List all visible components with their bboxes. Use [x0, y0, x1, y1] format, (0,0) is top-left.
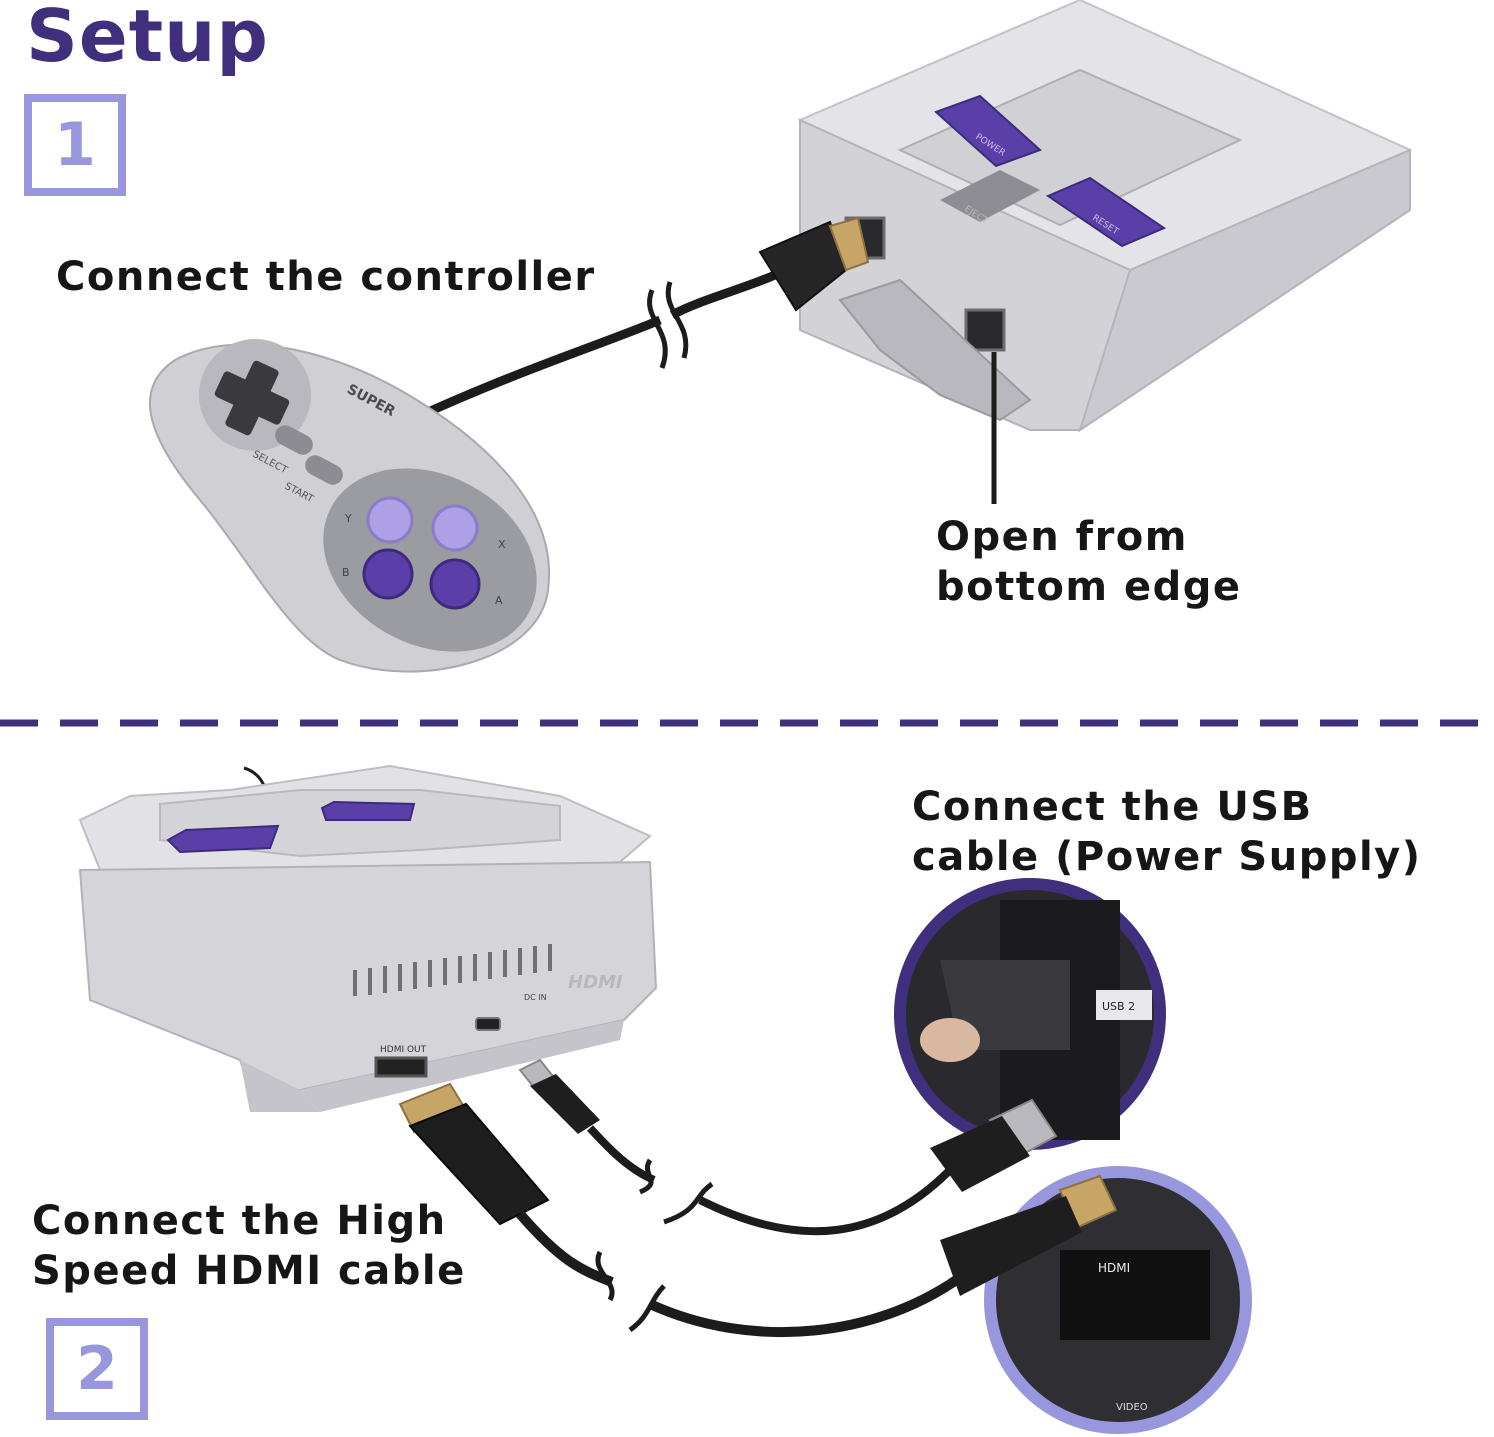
hdmi-label: Connect the High Speed HDMI cable [32, 1196, 466, 1296]
x-label: X [498, 538, 506, 551]
step-2-number: 2 [76, 1334, 118, 1404]
console-top-view: POWER RESET EJECT [797, 0, 1413, 433]
power-switch-back [166, 824, 280, 854]
hdmi-label-line-1: Connect the High [32, 1198, 447, 1244]
open-note-line-2: bottom edge [936, 564, 1242, 610]
y-button [366, 496, 414, 544]
a-label: A [495, 594, 503, 607]
hdmi-out-port [374, 1056, 428, 1078]
snes-controller: SELECT START SUPER Y X B A [149, 339, 551, 673]
controller-cable-segment-1 [413, 315, 662, 423]
usb-label-line-2: cable (Power Supply) [912, 834, 1422, 880]
hdmi-plug-console [398, 1082, 550, 1226]
reset-switch-back [320, 800, 416, 821]
usb-plug-tv [930, 1098, 1058, 1192]
tv-hdmi-label: HDMI [1098, 1261, 1130, 1275]
hdmi-cable-segment [516, 1210, 614, 1287]
cable-break-mark [665, 281, 689, 359]
controller-port-2 [964, 308, 1006, 352]
dc-in-label: DC IN [524, 993, 547, 1002]
open-note-line-1: Open from [936, 514, 1188, 560]
power-switch [934, 94, 1042, 168]
open-note: Open from bottom edge [936, 512, 1241, 612]
hdmi-cable-tv-segment [647, 1266, 974, 1338]
usb-label: Connect the USB cable (Power Supply) [912, 782, 1422, 882]
hdmi-label-line-2: Speed HDMI cable [32, 1248, 466, 1294]
usb-cable-segment [587, 1125, 656, 1184]
select-button [275, 425, 313, 455]
controller-cable-segment-2 [669, 270, 777, 319]
b-label: B [342, 566, 350, 579]
section-divider [0, 719, 1494, 727]
reset-switch [1045, 176, 1167, 248]
cable-break-mark [647, 289, 668, 369]
console-back-view: HDMI OUT DC IN HDMI [78, 764, 658, 1112]
x-button [431, 504, 479, 552]
page-title: Setup [26, 0, 269, 78]
step-1-label: Connect the controller [56, 254, 596, 300]
y-label: Y [344, 512, 352, 525]
controller-plug [758, 216, 870, 312]
port-cover-flap [838, 278, 1032, 422]
tv-video-label: VIDEO [1116, 1402, 1148, 1413]
dc-in-port [475, 1017, 501, 1031]
usb-port-label-bg [1096, 990, 1152, 1020]
a-button [429, 558, 481, 610]
step-2-badge: 2 [46, 1318, 148, 1420]
start-button [305, 455, 343, 485]
usb-cable-tv-segment [698, 1167, 953, 1236]
step-1-badge: 1 [24, 94, 126, 196]
usb-port-label: USB 2 [1102, 1000, 1135, 1013]
hdmi-out-label: HDMI OUT [380, 1045, 427, 1055]
usb-plug-console [518, 1058, 600, 1134]
b-button [362, 548, 414, 600]
step-1-number: 1 [54, 110, 96, 180]
hdmi-logo: HDMI [568, 972, 623, 993]
hdmi-plug-tv [940, 1174, 1118, 1296]
usb-port-inset: USB 2 [894, 878, 1166, 1150]
usb-label-line-1: Connect the USB [912, 784, 1313, 830]
